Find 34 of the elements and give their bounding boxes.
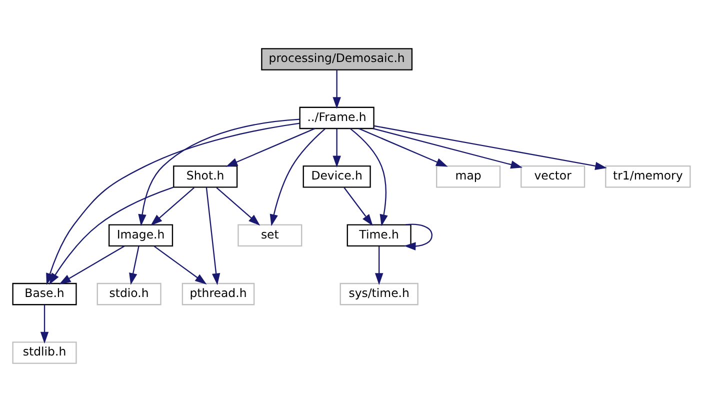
arrow [154, 245, 207, 284]
arrow [59, 245, 125, 284]
node-box: pthread.h [182, 282, 255, 305]
node-box: stdio.h [96, 282, 162, 305]
node-box: Shot.h [173, 165, 238, 188]
arrow [206, 186, 220, 285]
arrow [138, 118, 300, 226]
node-box: Image.h [108, 224, 174, 246]
node-box: set [238, 224, 302, 246]
arrow [404, 223, 432, 250]
arrow [270, 128, 326, 226]
arrow [374, 124, 607, 170]
arrow [129, 246, 140, 284]
arrow [332, 70, 341, 108]
node-box: processing/Demosaic.h [261, 48, 413, 70]
arrow [150, 186, 194, 226]
node-box: map [436, 165, 501, 188]
node-box: stdlib.h [12, 341, 77, 364]
arrow [332, 128, 341, 168]
node-box: Device.h [302, 165, 371, 188]
arrow [374, 246, 384, 284]
arrow [344, 186, 373, 226]
node-box: ../Frame.h [299, 106, 374, 129]
node-box: sys/time.h [340, 282, 418, 305]
arrow [40, 304, 49, 344]
node-box: tr1/memory [605, 165, 691, 188]
node-box: Base.h [12, 282, 77, 305]
node-box: Time.h [346, 224, 412, 246]
arrow [358, 128, 448, 166]
arrow [216, 186, 260, 226]
arrow [226, 128, 316, 166]
node-box: vector [520, 165, 586, 188]
arrow [350, 128, 388, 226]
arrow [372, 127, 523, 168]
